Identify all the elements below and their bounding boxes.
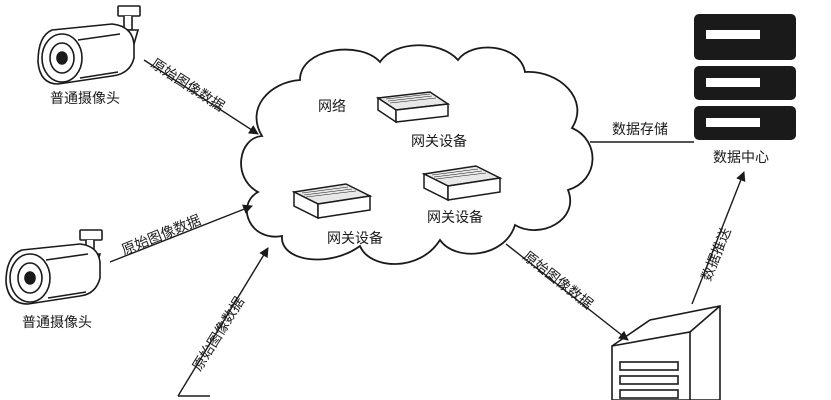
gateway-label: 网关设备 bbox=[327, 230, 383, 247]
server-tower bbox=[611, 305, 721, 400]
edge-label-cam-top: 原始图像数据 bbox=[148, 56, 227, 115]
security-camera-icon bbox=[37, 5, 141, 85]
edge-label-bottom: 原始图像数据 bbox=[190, 294, 248, 374]
camera-label: 普通摄像头 bbox=[50, 91, 120, 107]
edge-label-cam-mid: 原始图像数据 bbox=[120, 212, 204, 258]
network-cloud: 网络 bbox=[240, 44, 594, 265]
camera-label: 普通摄像头 bbox=[22, 315, 92, 331]
edge-label-net-server: 原始图像数据 bbox=[520, 249, 596, 313]
edge-push bbox=[691, 171, 746, 305]
gateway-label: 网关设备 bbox=[411, 133, 467, 150]
router-icon bbox=[375, 91, 451, 124]
edge-label-storage: 数据存储 bbox=[612, 122, 668, 138]
router-icon bbox=[421, 165, 503, 202]
edge-cam-mid-net bbox=[109, 204, 253, 263]
cloud-icon bbox=[240, 44, 594, 265]
gateway-top: 网关设备 bbox=[375, 91, 467, 150]
router-icon bbox=[291, 183, 373, 220]
data-center: 数据中心 bbox=[694, 14, 796, 166]
edge-bottom-net bbox=[177, 247, 269, 397]
camera-mid: 普通摄像头 bbox=[5, 229, 103, 331]
network-label: 网络 bbox=[318, 99, 346, 115]
edges bbox=[109, 59, 746, 397]
edge-label-push: 数据推送 bbox=[699, 226, 735, 284]
server-tower-icon bbox=[611, 305, 721, 400]
edge-net-server bbox=[505, 243, 629, 341]
security-camera-icon bbox=[5, 229, 103, 305]
gateway-label: 网关设备 bbox=[427, 209, 483, 226]
data-center-label: 数据中心 bbox=[713, 150, 769, 166]
edge-cam-top-net bbox=[143, 59, 259, 135]
camera-top: 普通摄像头 bbox=[37, 5, 141, 107]
gateway-left: 网关设备 bbox=[291, 183, 383, 247]
server-rack-icon bbox=[694, 14, 796, 140]
gateway-right: 网关设备 bbox=[421, 165, 503, 226]
